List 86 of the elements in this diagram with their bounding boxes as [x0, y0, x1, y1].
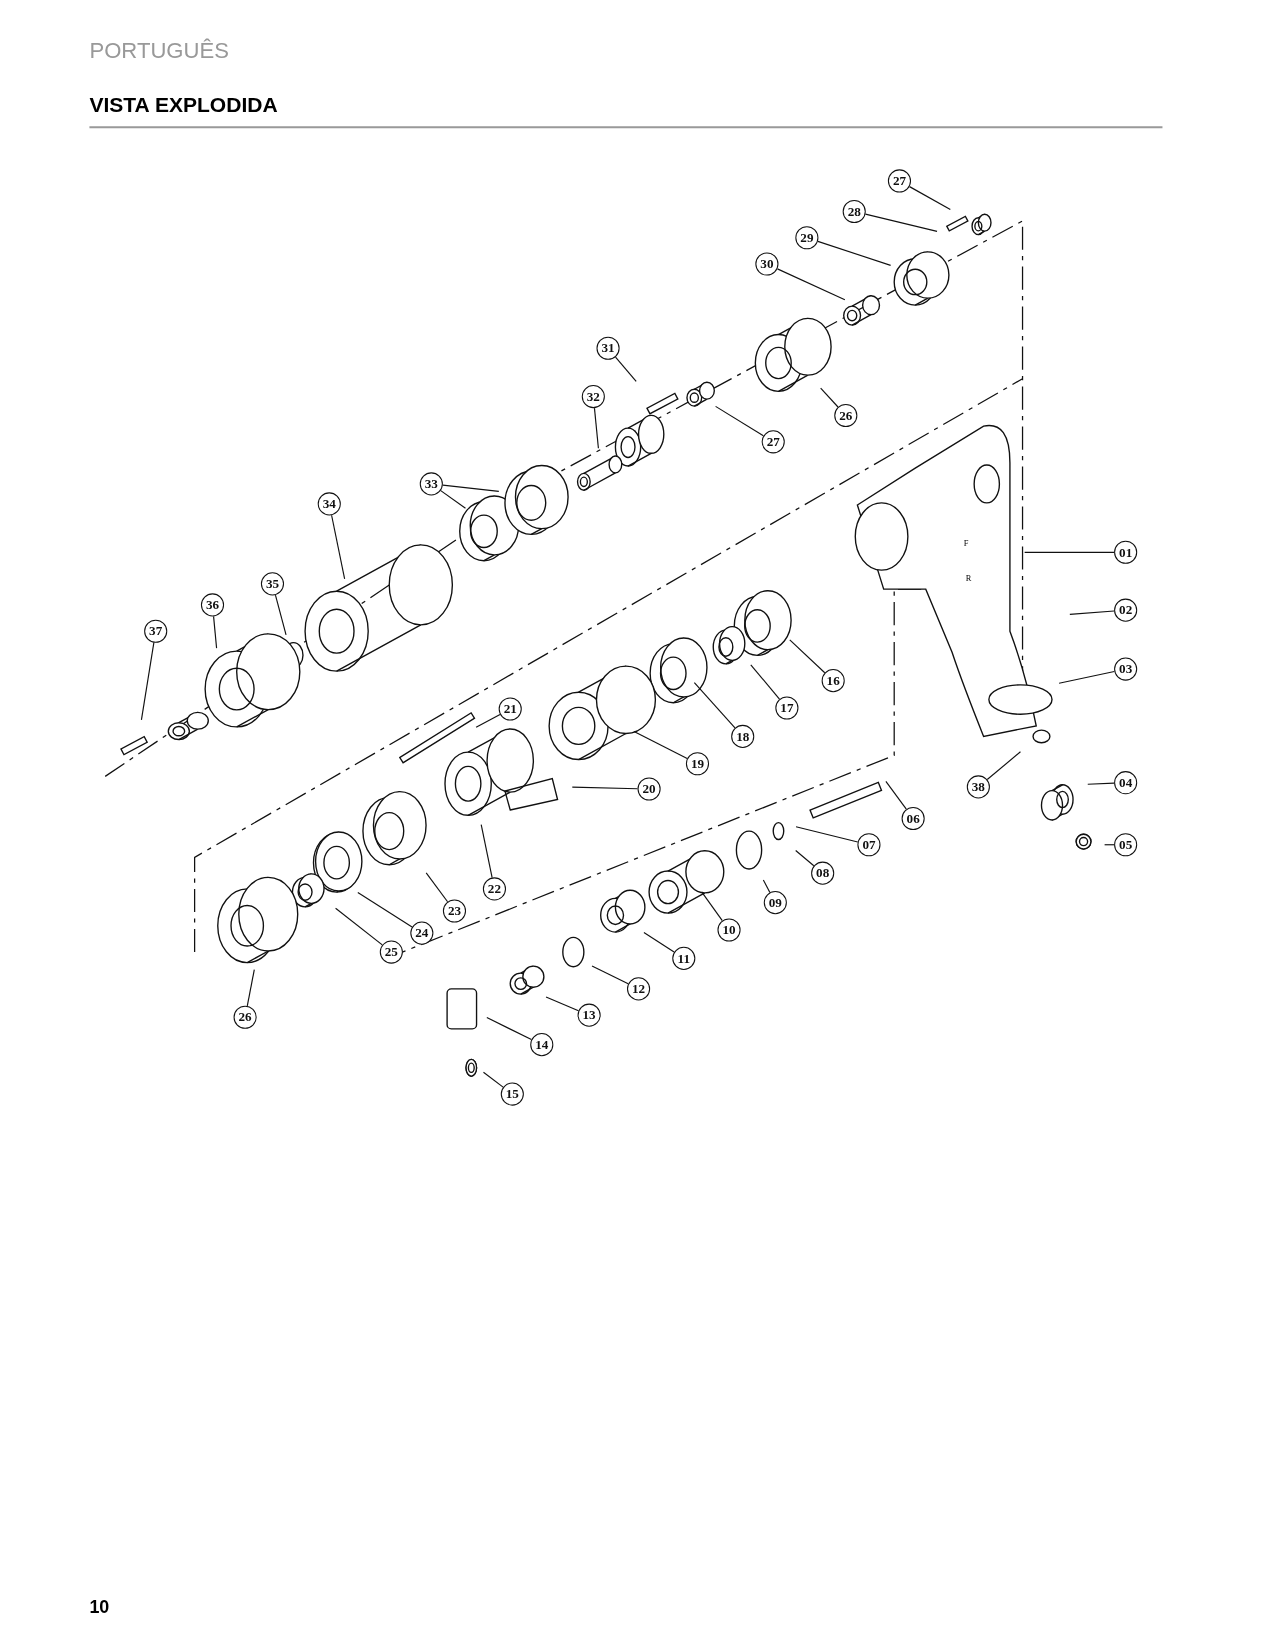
- leader-line: [1069, 610, 1115, 616]
- leader-line: [213, 615, 218, 649]
- callout-number: 28: [842, 199, 866, 223]
- callout-number: 08: [811, 861, 835, 885]
- callout-number: 26: [834, 403, 858, 428]
- leader-line: [545, 996, 580, 1012]
- leader-line: [140, 642, 155, 721]
- callout-number: 27: [761, 430, 785, 454]
- leader-line: [1104, 844, 1115, 846]
- leader-line: [1024, 551, 1115, 553]
- leader-line: [701, 891, 723, 922]
- callout-number: 32: [581, 385, 605, 409]
- language-heading: PORTUGUÊS: [89, 37, 229, 64]
- leader-line: [475, 713, 501, 728]
- callout-number: 22: [482, 877, 506, 901]
- callout-number: 04: [1114, 771, 1138, 795]
- callout-number: 30: [755, 252, 779, 276]
- page-number: 10: [89, 1596, 110, 1618]
- callout-number: 20: [637, 777, 661, 801]
- leader-line: [1087, 782, 1115, 785]
- callout-number: 26: [233, 1005, 257, 1029]
- callout-number: 02: [1114, 598, 1138, 622]
- leader-line: [480, 823, 493, 879]
- leader-line: [776, 268, 846, 301]
- leader-line: [750, 664, 781, 700]
- callout-number: 10: [717, 918, 741, 942]
- leader-line: [864, 213, 938, 232]
- leader-line: [820, 387, 839, 408]
- callout-number: 36: [200, 593, 225, 617]
- callout-number: 27: [887, 169, 912, 193]
- leader-line: [442, 484, 500, 492]
- leader-line: [357, 891, 413, 928]
- leader-line: [591, 965, 629, 985]
- callout-number: 25: [379, 940, 403, 964]
- callout-number: 06: [901, 806, 925, 831]
- leader-line: [762, 879, 771, 893]
- leader-line: [817, 240, 892, 266]
- leader-line: [331, 514, 346, 580]
- leader-line: [795, 826, 859, 843]
- callout-number: 17: [775, 696, 799, 720]
- callout-number: 29: [795, 226, 819, 250]
- leader-line: [593, 407, 599, 449]
- leader-line: [986, 751, 1022, 781]
- leader-line: [1058, 670, 1115, 684]
- callout-number: 24: [410, 921, 434, 945]
- callout-number: 12: [627, 977, 651, 1001]
- callout-number: 18: [731, 724, 755, 748]
- leader-line: [335, 907, 383, 946]
- leader-line: [425, 872, 449, 903]
- leader-line: [908, 186, 951, 211]
- callout-number: 31: [596, 336, 620, 360]
- callout-number: 37: [144, 619, 168, 643]
- leader-line: [885, 780, 907, 810]
- callout-number: 33: [419, 472, 443, 496]
- callout-number: 13: [577, 1003, 601, 1027]
- leader-line: [789, 639, 826, 674]
- leader-line: [795, 849, 815, 867]
- callout-number: 34: [317, 492, 341, 516]
- callout-number: 21: [498, 697, 522, 721]
- leader-line: [486, 1017, 532, 1041]
- callout-number: 15: [500, 1082, 524, 1106]
- callout-number: 16: [821, 669, 845, 693]
- callout-number: 05: [1114, 833, 1138, 857]
- leader-line: [246, 969, 255, 1007]
- leader-line: [643, 932, 675, 953]
- callout-number: 38: [966, 775, 990, 799]
- callout-number: 07: [857, 833, 881, 857]
- callout-number: 14: [530, 1033, 554, 1057]
- callout-number: 03: [1114, 657, 1138, 681]
- switch-mark: F: [963, 538, 969, 549]
- leader-line: [614, 356, 637, 382]
- leader-line: [482, 1071, 504, 1088]
- leader-line: [633, 731, 688, 760]
- leader-line: [715, 405, 764, 437]
- callout-number: 19: [685, 752, 710, 776]
- callout-number: 23: [442, 899, 467, 923]
- callout-number: 11: [672, 946, 696, 970]
- leader-line: [440, 490, 467, 509]
- callout-number: 09: [763, 891, 787, 915]
- leader-line: [571, 786, 639, 790]
- section-title: VISTA EXPLODIDA: [89, 92, 278, 117]
- leader-line: [274, 594, 287, 636]
- callout-number: 01: [1114, 540, 1138, 564]
- callout-number: 35: [260, 572, 285, 596]
- leader-line: [693, 682, 736, 729]
- switch-mark: R: [965, 573, 972, 583]
